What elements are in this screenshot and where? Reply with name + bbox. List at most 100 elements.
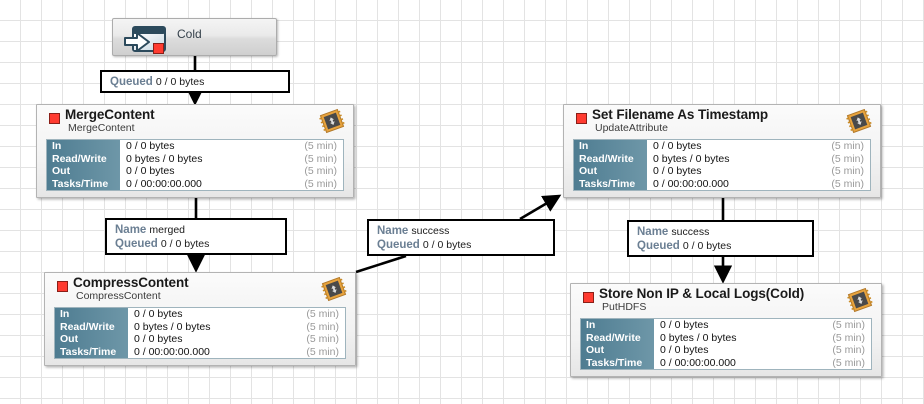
connection-queued-value: 0 / 0 bytes — [422, 239, 472, 251]
stats-value-out: 0 / 0 bytes — [660, 344, 709, 356]
processor-set-filename-as-timestamp[interactable]: Set Filename As Timestamp UpdateAttribut… — [563, 104, 881, 198]
input-port-cold[interactable]: Cold — [112, 18, 277, 56]
stats-label-tasks-time: Tasks/Time — [579, 177, 636, 190]
processor-name: CompressContent — [73, 275, 189, 290]
stats-window-out: (5 min) — [831, 165, 864, 177]
stats-label-in: In — [579, 140, 589, 152]
connection-name-row: Name success — [637, 225, 812, 239]
connection-queued-value: 0 / 0 bytes — [160, 238, 210, 250]
connection-queued-key: Queued — [110, 76, 153, 88]
connection-name-key: Name — [115, 224, 147, 236]
processor-stats-table: In Read/Write Out Tasks/Time 0 / 0 bytes… — [573, 139, 871, 191]
processor-chip-icon — [846, 108, 872, 134]
stats-window-in: (5 min) — [304, 140, 337, 152]
stats-value-read-write: 0 bytes / 0 bytes — [660, 331, 737, 344]
stats-window-read-write: (5 min) — [832, 331, 865, 344]
stats-window-in: (5 min) — [832, 319, 865, 331]
connection-label-compresscontent-to-set-filename[interactable]: Name success Queued 0 / 0 bytes — [367, 219, 555, 256]
connection-label-cold-to-mergecontent[interactable]: Queued 0 / 0 bytes — [100, 70, 290, 93]
stats-window-tasks-time: (5 min) — [832, 356, 865, 369]
connection-queued-key: Queued — [377, 239, 420, 251]
connection-name-value: success — [411, 225, 450, 237]
processor-name: Set Filename As Timestamp — [592, 107, 769, 122]
connection-queued-row: Queued 0 / 0 bytes — [377, 238, 553, 252]
stats-window-column: (5 min) (5 min) (5 min) (5 min) — [814, 140, 870, 190]
stats-window-column: (5 min) (5 min) (5 min) (5 min) — [815, 319, 871, 369]
connection-queued-value: 0 / 0 bytes — [155, 76, 205, 88]
stats-label-read-write: Read/Write — [586, 331, 641, 344]
stats-label-column: In Read/Write Out Tasks/Time — [581, 319, 654, 369]
connection-queued-row: Queued 0 / 0 bytes — [110, 75, 288, 89]
stats-value-column: 0 / 0 bytes 0 bytes / 0 bytes 0 / 0 byte… — [647, 140, 814, 190]
processor-status-stopped-icon[interactable] — [576, 113, 587, 124]
wire-success-to-set-filename — [519, 194, 562, 221]
processor-chip-icon — [319, 108, 345, 134]
stats-label-out: Out — [586, 344, 605, 356]
stats-window-in: (5 min) — [306, 308, 339, 320]
stats-label-tasks-time: Tasks/Time — [586, 356, 643, 369]
stats-window-out: (5 min) — [304, 165, 337, 177]
connection-name-key: Name — [637, 226, 669, 238]
connection-name-row: Name success — [377, 224, 553, 238]
stats-label-column: In Read/Write Out Tasks/Time — [47, 140, 120, 190]
stats-window-tasks-time: (5 min) — [304, 177, 337, 190]
connection-name-key: Name — [377, 225, 409, 237]
connection-label-mergecontent-to-compresscontent[interactable]: Name merged Queued 0 / 0 bytes — [105, 218, 287, 255]
stats-value-column: 0 / 0 bytes 0 bytes / 0 bytes 0 / 0 byte… — [128, 308, 289, 358]
stats-window-tasks-time: (5 min) — [306, 345, 339, 358]
stats-window-read-write: (5 min) — [831, 152, 864, 165]
input-port-arrow-icon — [123, 25, 169, 53]
processor-status-stopped-icon[interactable] — [49, 113, 60, 124]
stats-window-out: (5 min) — [306, 333, 339, 345]
connection-queued-key: Queued — [115, 238, 158, 250]
processor-store-non-ip-and-local-logs-cold[interactable]: Store Non IP & Local Logs(Cold) PutHDFS — [570, 283, 882, 377]
stats-value-tasks-time: 0 / 00:00:00.000 — [660, 356, 736, 369]
processor-header: CompressContent CompressContent — [45, 273, 355, 304]
stats-value-tasks-time: 0 / 00:00:00.000 — [126, 177, 202, 190]
port-status-stopped-icon — [153, 43, 164, 54]
stats-value-read-write: 0 bytes / 0 bytes — [126, 152, 203, 165]
stats-window-in: (5 min) — [831, 140, 864, 152]
stats-value-read-write: 0 bytes / 0 bytes — [134, 320, 211, 333]
stats-label-tasks-time: Tasks/Time — [60, 345, 117, 358]
stats-window-read-write: (5 min) — [304, 152, 337, 165]
connection-name-value: success — [671, 226, 710, 238]
processor-status-stopped-icon[interactable] — [583, 292, 594, 303]
stats-label-out: Out — [60, 333, 79, 345]
processor-type: UpdateAttribute — [595, 122, 668, 134]
processor-header: Set Filename As Timestamp UpdateAttribut… — [564, 105, 880, 136]
processor-compresscontent[interactable]: CompressContent CompressContent — [44, 272, 356, 366]
processor-chip-icon — [321, 276, 347, 302]
processor-mergecontent[interactable]: MergeContent MergeContent — [36, 104, 354, 198]
connection-label-set-filename-to-puthdfs[interactable]: Name success Queued 0 / 0 bytes — [627, 220, 814, 257]
stats-value-out: 0 / 0 bytes — [126, 165, 175, 177]
connection-queued-key: Queued — [637, 240, 680, 252]
processor-type: CompressContent — [76, 290, 161, 302]
stats-value-in: 0 / 0 bytes — [660, 319, 709, 331]
stats-label-column: In Read/Write Out Tasks/Time — [55, 308, 128, 358]
processor-name: Store Non IP & Local Logs(Cold) — [599, 286, 805, 301]
stats-window-out: (5 min) — [832, 344, 865, 356]
stats-label-in: In — [60, 308, 70, 320]
stats-window-tasks-time: (5 min) — [831, 177, 864, 190]
stats-value-column: 0 / 0 bytes 0 bytes / 0 bytes 0 / 0 byte… — [120, 140, 287, 190]
stats-label-read-write: Read/Write — [60, 320, 115, 333]
processor-name: MergeContent — [65, 107, 155, 122]
connection-name-value: merged — [149, 224, 185, 236]
stats-value-in: 0 / 0 bytes — [134, 308, 183, 320]
stats-window-read-write: (5 min) — [306, 320, 339, 333]
processor-stats-table: In Read/Write Out Tasks/Time 0 / 0 bytes… — [46, 139, 344, 191]
stats-value-in: 0 / 0 bytes — [653, 140, 702, 152]
input-port-label: Cold — [177, 27, 202, 41]
stats-value-in: 0 / 0 bytes — [126, 140, 175, 152]
stats-value-out: 0 / 0 bytes — [134, 333, 183, 345]
stats-value-tasks-time: 0 / 00:00:00.000 — [653, 177, 729, 190]
processor-chip-icon — [847, 287, 873, 313]
processor-status-stopped-icon[interactable] — [57, 281, 68, 292]
wire-compresscontent-to-success — [355, 254, 407, 274]
stats-value-out: 0 / 0 bytes — [653, 165, 702, 177]
processor-header: MergeContent MergeContent — [37, 105, 353, 136]
stats-value-tasks-time: 0 / 00:00:00.000 — [134, 345, 210, 358]
stats-window-column: (5 min) (5 min) (5 min) (5 min) — [287, 140, 343, 190]
